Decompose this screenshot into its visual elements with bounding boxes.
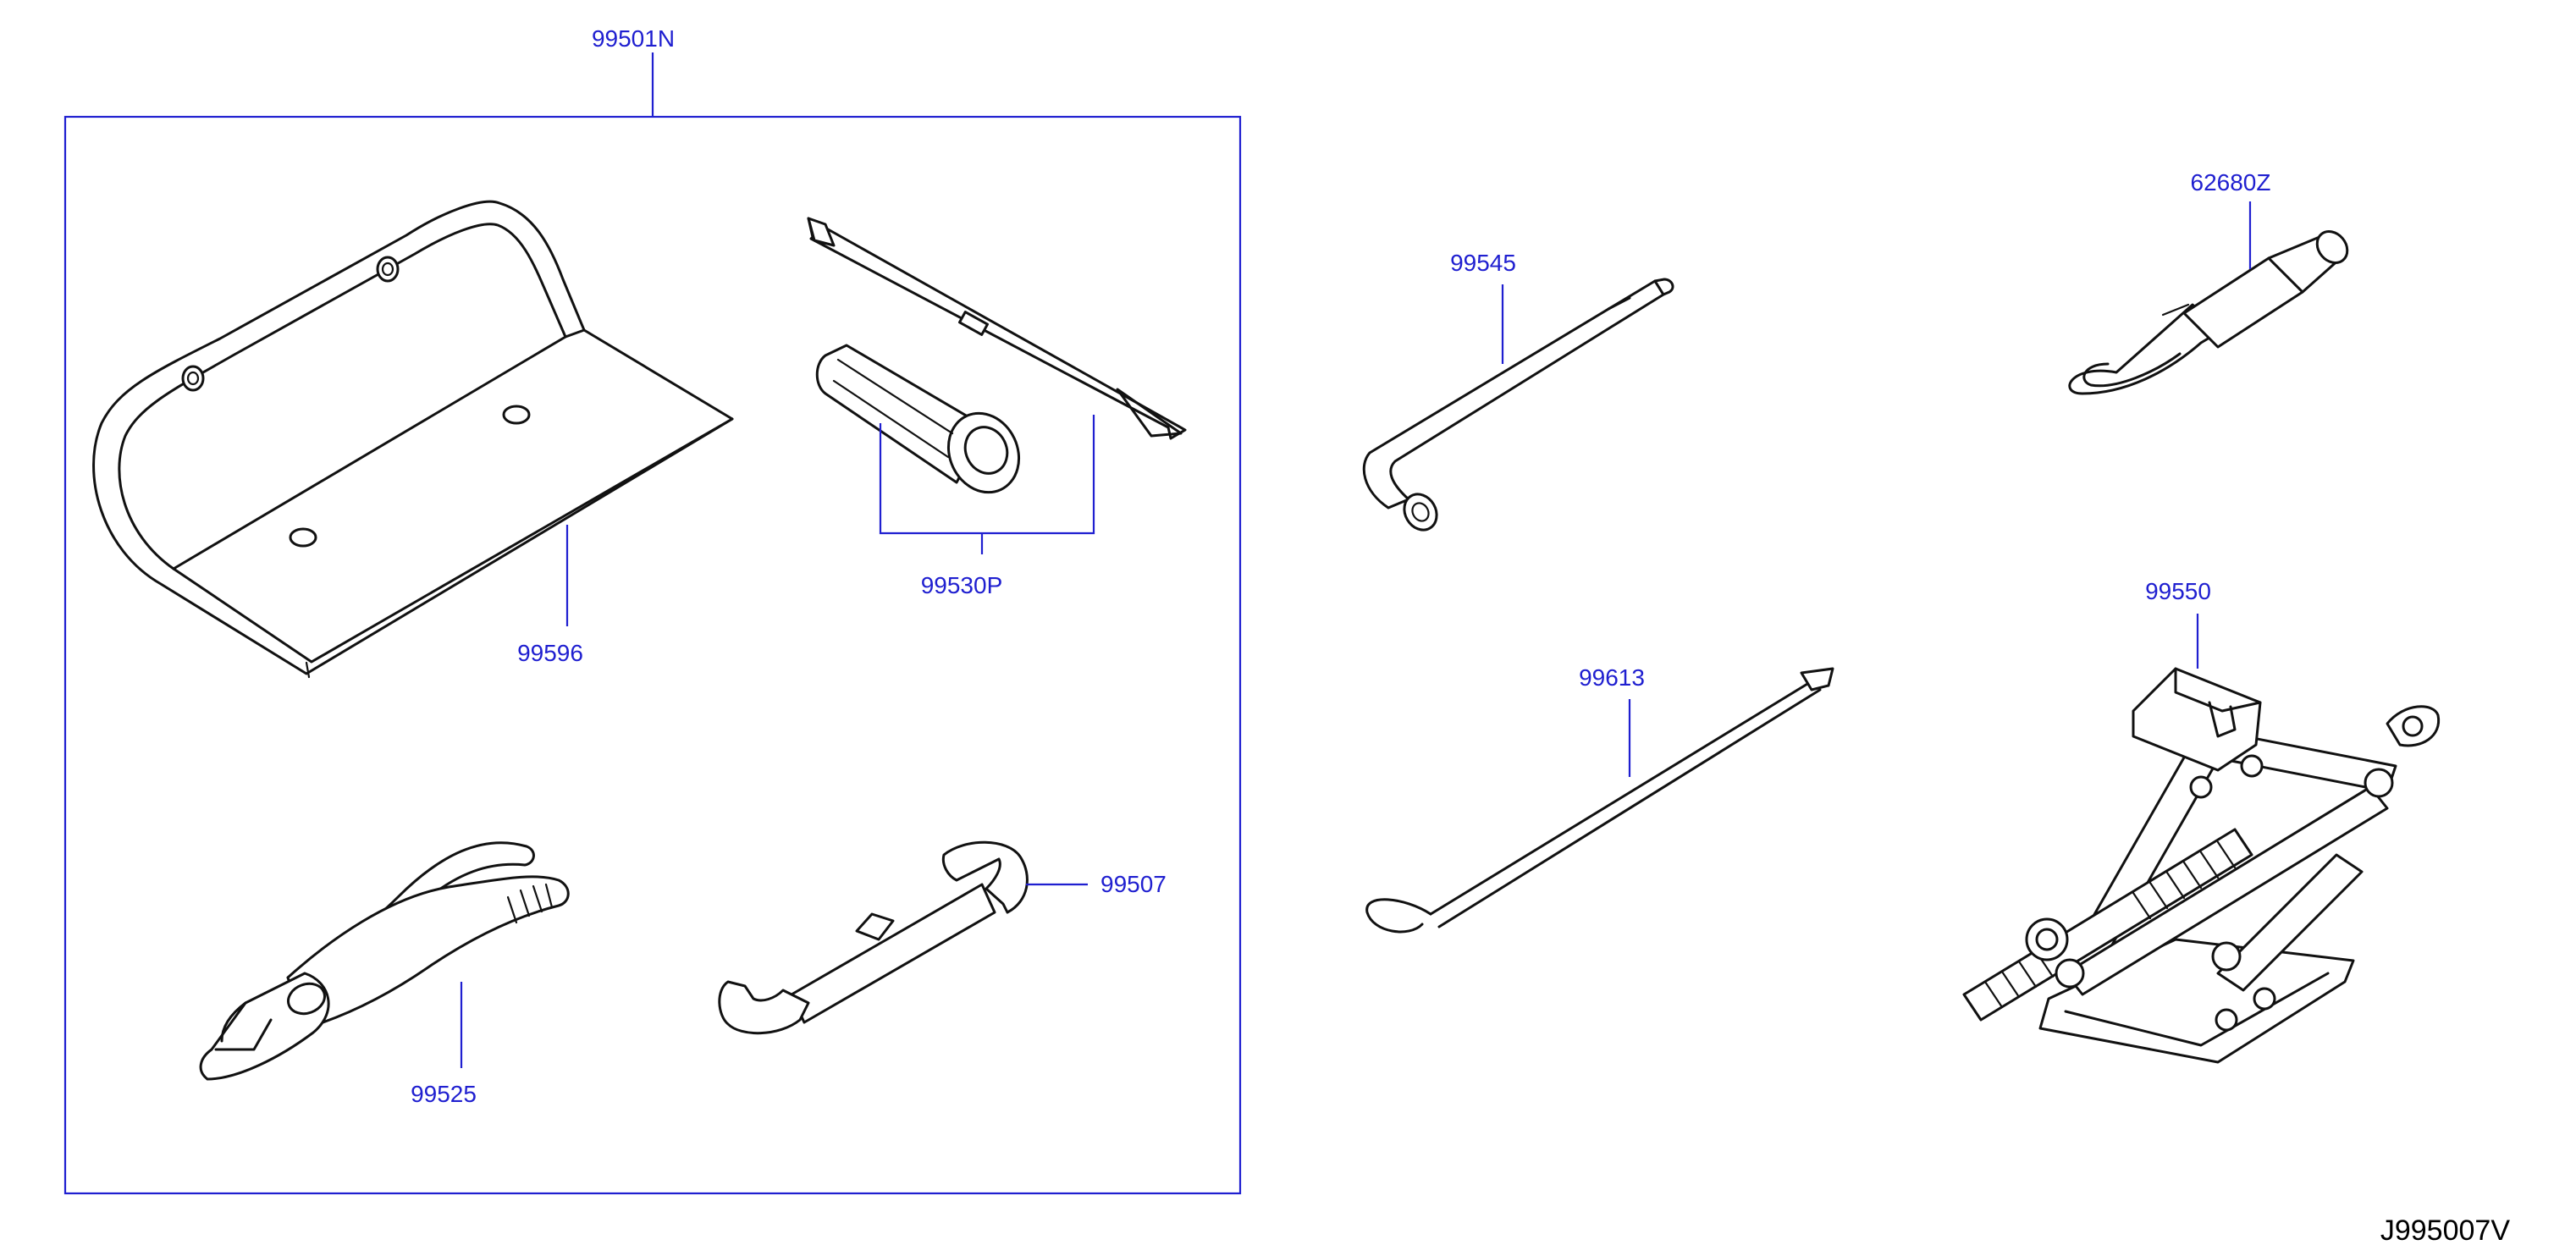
wheel-nut-wrench-illustration (1362, 278, 1674, 532)
wrench-label[interactable]: 99507 (1100, 871, 1167, 897)
hook-rod-illustration (1365, 667, 1834, 934)
towing-hook-illustration (2068, 230, 2349, 395)
diagram-code: J995007V (2380, 1215, 2510, 1247)
towing-hook-label[interactable]: 62680Z (2191, 169, 2271, 196)
wheel-brace-label[interactable]: 99530P (921, 572, 1003, 598)
hook-rod-label[interactable]: 99613 (1579, 664, 1645, 691)
wheel-brace-illustration (807, 217, 1187, 494)
wheel-brace-leader (879, 415, 1095, 554)
jack-label[interactable]: 99550 (2145, 578, 2211, 604)
kit-label[interactable]: 99501N (592, 25, 675, 52)
pliers-illustration (199, 841, 570, 1081)
tool-bag-label[interactable]: 99596 (517, 640, 583, 666)
pliers-label[interactable]: 99525 (411, 1081, 477, 1107)
jack-illustration (1962, 667, 2441, 1064)
tool-bag-illustration (92, 200, 734, 679)
wheel-nut-wrench-label[interactable]: 99545 (1450, 250, 1516, 276)
wrench-illustration (718, 840, 1029, 1035)
